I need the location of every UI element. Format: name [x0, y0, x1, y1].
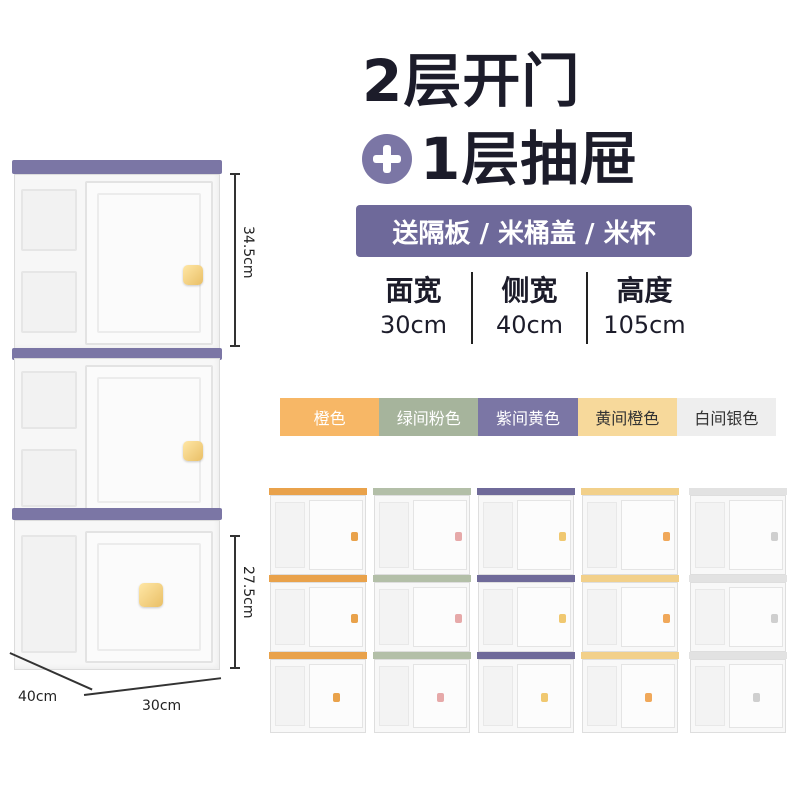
mini-cabinet-tier [478, 659, 574, 733]
mini-cabinet-door [621, 587, 675, 647]
dimension-value: 40cm [495, 311, 564, 339]
mini-cabinet-tier [374, 582, 470, 652]
mini-cabinet-band [269, 488, 367, 495]
knob-icon [753, 693, 760, 702]
mini-cabinet-door [413, 587, 467, 647]
mini-cabinet-tier [582, 495, 678, 575]
knob-icon [541, 693, 548, 702]
mini-cabinet-tier [270, 582, 366, 652]
mini-cabinet-tier [478, 495, 574, 575]
mini-cabinet-band [477, 488, 575, 495]
cabinet-drawer [85, 531, 213, 663]
cabinet-tier-2 [14, 358, 220, 520]
headline-title: 2层开门 [362, 47, 581, 115]
mini-cabinet-band [581, 652, 679, 659]
cabinet-top-band [12, 160, 222, 174]
dimension-label: 侧宽 [501, 274, 558, 307]
mini-cabinet-band [581, 575, 679, 582]
mini-cabinet-band [689, 575, 787, 582]
mini-cabinet-tier [690, 582, 786, 652]
dimension-depth: 侧宽 40cm [471, 272, 586, 344]
mini-cabinet-tier [270, 495, 366, 575]
mini-cabinet-tier [374, 659, 470, 733]
headline-subtitle-text: 1层抽屉 [420, 125, 639, 193]
dimension-height: 高度 105cm [586, 272, 701, 344]
mini-cabinet-band [689, 652, 787, 659]
knob-icon [663, 532, 670, 541]
measure-width-label: 30cm [142, 698, 182, 714]
color-chip-white-silver[interactable]: 白间银色 [676, 398, 777, 436]
cabinet-mid-band [12, 348, 222, 360]
dimension-value: 105cm [603, 311, 686, 339]
mini-cabinet-band [689, 488, 787, 495]
knob-icon [559, 614, 566, 623]
measure-lower-label: 27.5cm [240, 566, 256, 619]
knob-icon [559, 532, 566, 541]
gift-banner: 送隔板 / 米桶盖 / 米杯 [356, 205, 692, 257]
dimension-label: 面宽 [385, 274, 442, 307]
mini-cabinet-orange [269, 488, 367, 736]
door-knob-icon [183, 265, 203, 285]
mini-cabinet-band [477, 575, 575, 582]
mini-cabinet-tier [478, 582, 574, 652]
door-knob-icon [183, 441, 203, 461]
knob-icon [455, 532, 462, 541]
cabinet-lower-band [12, 508, 222, 520]
mini-cabinet-band [373, 652, 471, 659]
mini-cabinet-tier [690, 659, 786, 733]
knob-icon [437, 693, 444, 702]
cabinet-tier-1 [14, 174, 220, 350]
mini-cabinet-band [373, 488, 471, 495]
knob-icon [663, 614, 670, 623]
measure-depth-label: 40cm [18, 689, 58, 705]
mini-cabinet-band [269, 652, 367, 659]
mini-cabinet-band [581, 488, 679, 495]
mini-cabinet-tier [582, 582, 678, 652]
color-chip-orange[interactable]: 橙色 [280, 398, 380, 436]
knob-icon [645, 693, 652, 702]
color-chip-green-pink[interactable]: 绿间粉色 [379, 398, 479, 436]
knob-icon [771, 532, 778, 541]
measure-upper-label: 34.5cm [240, 226, 256, 279]
dimension-specs: 面宽 30cm 侧宽 40cm 高度 105cm [356, 272, 706, 344]
main-cabinet-image [12, 160, 222, 690]
knob-icon [455, 614, 462, 623]
mini-cabinet-yellow-orange [581, 488, 679, 736]
mini-cabinet-green-pink [373, 488, 471, 736]
cabinet-door-upper [85, 181, 213, 345]
plus-circle-icon [362, 134, 412, 184]
cabinet-tier-3 [14, 520, 220, 670]
mini-cabinet-band [269, 575, 367, 582]
mini-cabinet-band [477, 652, 575, 659]
knob-icon [351, 532, 358, 541]
color-options: 橙色 绿间粉色 紫间黄色 黄间橙色 白间银色 [280, 398, 777, 436]
dimension-width: 面宽 30cm [356, 272, 471, 344]
mini-cabinet-tier [690, 495, 786, 575]
mini-cabinet-white-silver [689, 488, 787, 736]
cabinet-door-middle [85, 365, 213, 515]
dimension-value: 30cm [379, 311, 448, 339]
mini-cabinet-tier [374, 495, 470, 575]
color-chip-purple-yellow[interactable]: 紫间黄色 [478, 398, 578, 436]
headline-subtitle: 1层抽屉 [362, 130, 638, 188]
mini-cabinet-tier [270, 659, 366, 733]
dimension-label: 高度 [616, 274, 673, 307]
drawer-knob-icon [139, 583, 163, 607]
mini-cabinet-band [373, 575, 471, 582]
knob-icon [771, 614, 778, 623]
knob-icon [333, 693, 340, 702]
color-chip-yellow-orange[interactable]: 黄间橙色 [577, 398, 677, 436]
knob-icon [351, 614, 358, 623]
mini-cabinet-purple-yellow [477, 488, 575, 736]
mini-cabinet-tier [582, 659, 678, 733]
